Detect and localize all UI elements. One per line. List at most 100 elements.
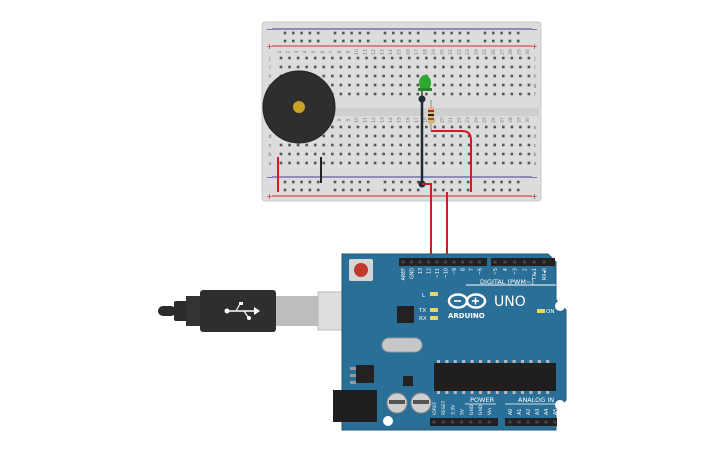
- voltage-regulator: [356, 365, 374, 383]
- column-number: 18: [422, 117, 428, 123]
- crystal: [381, 337, 423, 353]
- column-number: 27: [499, 49, 505, 55]
- analog-pin[interactable]: [553, 420, 557, 424]
- column-number: 26: [491, 117, 497, 123]
- column-number: 20: [439, 117, 445, 123]
- rail-minus-top: −: [266, 25, 273, 34]
- column-number: 5: [311, 50, 317, 53]
- power-pin[interactable]: [487, 420, 491, 424]
- digital-pin-label: 8: [461, 268, 467, 271]
- digital-pin[interactable]: [418, 260, 422, 264]
- digital-pin[interactable]: [542, 260, 546, 264]
- small-chip: [403, 376, 413, 386]
- power-jack[interactable]: [333, 390, 377, 422]
- row-letter: d: [268, 134, 271, 140]
- column-number: 20: [439, 49, 445, 55]
- digital-pin[interactable]: [478, 260, 481, 264]
- analog-pin-label: A5: [553, 409, 559, 415]
- power-pin[interactable]: [460, 420, 464, 424]
- power-pin-label: 5V: [460, 408, 466, 415]
- digital-pin[interactable]: [435, 260, 439, 264]
- digital-pin[interactable]: [427, 260, 430, 264]
- column-number: 29: [516, 117, 522, 123]
- row-letter: a: [533, 161, 536, 167]
- analog-pin[interactable]: [535, 420, 539, 424]
- analog-header[interactable]: [505, 418, 557, 426]
- analog-pin-label: A2: [526, 409, 532, 415]
- row-letter: c: [269, 143, 272, 149]
- column-number: 19: [431, 49, 437, 55]
- digital-pin[interactable]: [493, 260, 497, 264]
- digital-pin-label: RX◂0: [542, 268, 548, 280]
- row-letter: c: [534, 143, 537, 149]
- power-pin[interactable]: [450, 420, 454, 424]
- digital-header[interactable]: [399, 258, 555, 266]
- arduino-logo-icon: [447, 293, 487, 309]
- power-pin-label: IOREF: [432, 401, 438, 415]
- digital-header-label: DIGITAL (PWM~): [480, 278, 534, 286]
- power-pin[interactable]: [432, 420, 436, 424]
- digital-pin-label: GND: [410, 268, 416, 279]
- row-letter: i: [269, 65, 270, 71]
- resistor[interactable]: [428, 100, 434, 131]
- analog-pin[interactable]: [544, 420, 548, 424]
- atmega-chip: [434, 363, 556, 391]
- power-pin[interactable]: [478, 420, 482, 424]
- column-number: 15: [397, 49, 403, 55]
- rail-plus-top-right: +: [531, 42, 538, 51]
- green-led[interactable]: [418, 75, 432, 98]
- digital-pin[interactable]: [469, 260, 473, 264]
- digital-pin-label: AREF: [401, 268, 407, 281]
- power-header[interactable]: [430, 418, 498, 426]
- digital-pin[interactable]: [522, 260, 526, 264]
- led-label-l: L: [422, 293, 426, 299]
- column-number: 8: [337, 118, 343, 121]
- column-number: 12: [371, 49, 377, 55]
- wire-red-resistor[interactable]: [431, 130, 472, 192]
- row-letter: f: [534, 92, 536, 98]
- column-number: 10: [354, 117, 360, 123]
- row-letter: g: [533, 83, 536, 89]
- digital-pin[interactable]: [461, 260, 464, 264]
- column-number: 22: [457, 117, 463, 123]
- usb-chip: [397, 306, 414, 323]
- rail-plus-top: +: [266, 42, 273, 51]
- column-number: 22: [457, 49, 463, 55]
- power-pin-label: GND: [469, 404, 475, 415]
- power-header-label: POWER: [470, 396, 495, 404]
- digital-pin[interactable]: [444, 260, 447, 264]
- column-number: 10: [354, 49, 360, 55]
- digital-pin[interactable]: [401, 260, 405, 264]
- digital-pin[interactable]: [513, 260, 517, 264]
- digital-pin[interactable]: [410, 260, 413, 264]
- digital-pin-label: ~5: [493, 268, 499, 275]
- piezo-buzzer[interactable]: [262, 70, 336, 144]
- digital-pin[interactable]: [452, 260, 456, 264]
- power-pin[interactable]: [441, 420, 445, 424]
- onboard-leds: L TX RX: [418, 292, 438, 322]
- power-pin[interactable]: [469, 420, 473, 424]
- column-number: 25: [482, 117, 488, 123]
- digital-pin[interactable]: [532, 260, 536, 264]
- digital-pin[interactable]: [503, 260, 507, 264]
- led-label-rx: RX: [419, 316, 427, 322]
- column-number: 7: [328, 50, 334, 53]
- row-letter: b: [533, 152, 536, 158]
- column-number: 14: [388, 49, 394, 55]
- wire-gnd-to-arduino[interactable]: [422, 183, 432, 265]
- reset-button[interactable]: [349, 259, 373, 281]
- power-pin-label: Vin: [487, 408, 493, 415]
- model-label: UNO: [494, 294, 526, 310]
- analog-pin[interactable]: [526, 420, 530, 424]
- column-number: 27: [499, 117, 505, 123]
- column-number: 21: [448, 49, 454, 55]
- analog-pin[interactable]: [508, 420, 512, 424]
- digital-pin-label: 2: [522, 268, 528, 271]
- column-number: 1: [277, 50, 283, 53]
- analog-pin[interactable]: [517, 420, 521, 424]
- column-number: 13: [380, 117, 386, 123]
- led-label-tx: TX: [418, 308, 426, 314]
- brand-label: ARDUINO: [448, 312, 485, 320]
